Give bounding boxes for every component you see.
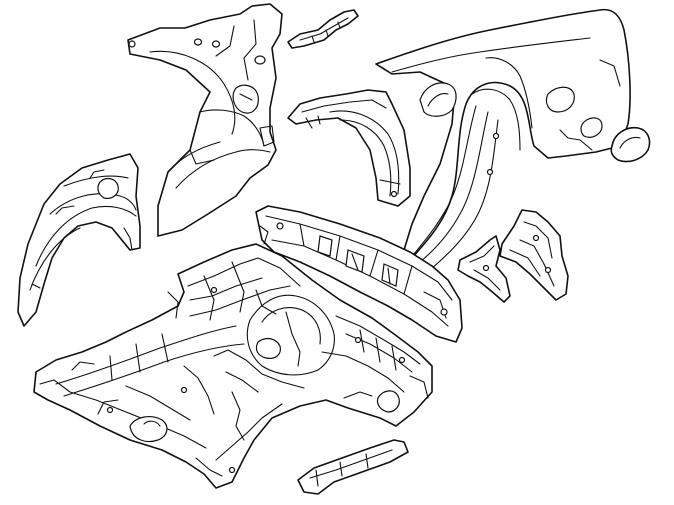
- rear-rail-section: [297, 439, 409, 495]
- rear-floor-pan: [33, 243, 433, 489]
- outer-wheelhouse: [17, 153, 141, 327]
- fuel-filler-door: [610, 126, 651, 163]
- small-bracket: [457, 235, 511, 303]
- gutter-strip: [287, 9, 359, 49]
- inner-wheelhouse-upper: [127, 3, 283, 237]
- rear-quarter-panel: [375, 8, 631, 271]
- wheel-arch-bracket: [287, 89, 411, 207]
- rear-panel-crossmember: [255, 205, 463, 343]
- side-bracket: [499, 209, 569, 301]
